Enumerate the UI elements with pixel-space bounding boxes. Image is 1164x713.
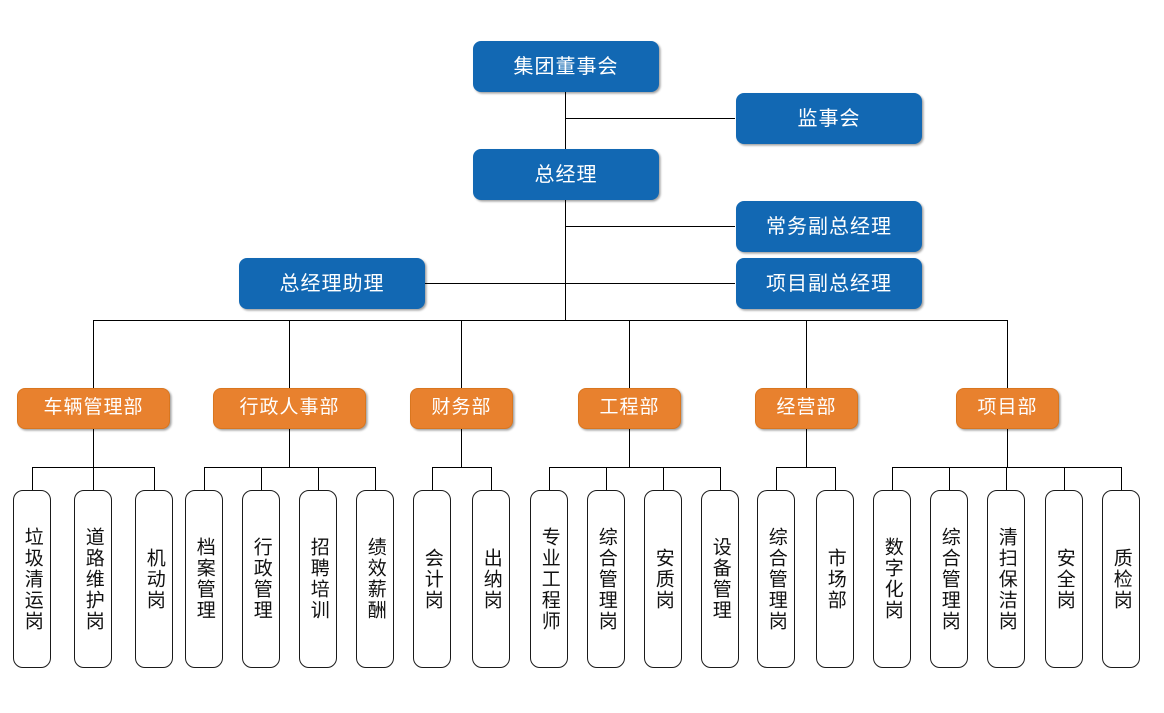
node-position-cleaning-sanitation[interactable]: 清扫保洁岗 bbox=[987, 490, 1025, 668]
department-bus bbox=[93, 320, 1008, 322]
connector-dept-4-leaf-2 bbox=[606, 467, 608, 491]
connector-dept-1-leaf-2 bbox=[93, 467, 95, 491]
node-position-administrative-management[interactable]: 行政管理 bbox=[242, 490, 280, 668]
node-position-safety[interactable]: 安全岗 bbox=[1045, 490, 1083, 668]
node-position-general-management-engineering[interactable]: 综合管理岗 bbox=[587, 490, 625, 668]
connector-dept-6-leaf-2 bbox=[949, 467, 951, 491]
node-position-standby[interactable]: 机动岗 bbox=[135, 490, 173, 668]
connector-gm-to-exec-deputy bbox=[565, 226, 735, 228]
connector-dept-2-leaf-2 bbox=[261, 467, 263, 491]
node-department-vehicle-management[interactable]: 车辆管理部 bbox=[17, 388, 170, 429]
connector-dept-2-leaf-3 bbox=[318, 467, 320, 491]
connector-bus-to-dept-1 bbox=[93, 320, 95, 388]
node-general-manager[interactable]: 总经理 bbox=[473, 149, 659, 200]
connector-dept-5-stem bbox=[806, 428, 808, 468]
node-position-general-management-project[interactable]: 综合管理岗 bbox=[930, 490, 968, 668]
connector-dept-2-stem bbox=[289, 428, 291, 468]
node-position-performance-compensation[interactable]: 绩效薪酬 bbox=[356, 490, 394, 668]
connector-bus-to-dept-5 bbox=[806, 320, 808, 388]
node-department-administration-hr[interactable]: 行政人事部 bbox=[213, 388, 366, 429]
connector-dept-6-stem bbox=[1007, 428, 1009, 468]
node-position-equipment-management[interactable]: 设备管理 bbox=[701, 490, 739, 668]
node-position-accounting[interactable]: 会计岗 bbox=[413, 490, 451, 668]
connector-dept-6-leaf-3 bbox=[1006, 467, 1008, 491]
connector-bus-to-dept-2 bbox=[289, 320, 291, 388]
node-executive-deputy-gm[interactable]: 常务副总经理 bbox=[736, 201, 922, 252]
connector-dept-4-bus bbox=[549, 467, 721, 469]
connector-bus-to-dept-3 bbox=[461, 320, 463, 388]
connector-dept-6-leaf-5 bbox=[1121, 467, 1123, 491]
connector-dept-1-leaf-1 bbox=[32, 467, 34, 491]
connector-dept-5-leaf-2 bbox=[835, 467, 837, 491]
connector-gm-to-project-deputy bbox=[565, 283, 735, 285]
node-gm-assistant[interactable]: 总经理助理 bbox=[239, 258, 425, 309]
connector-dept-3-leaf-2 bbox=[491, 467, 493, 491]
connector-dept-5-leaf-1 bbox=[776, 467, 778, 491]
node-position-recruitment-training[interactable]: 招聘培训 bbox=[299, 490, 337, 668]
connector-dept-4-leaf-1 bbox=[549, 467, 551, 491]
node-position-safety-quality[interactable]: 安质岗 bbox=[644, 490, 682, 668]
connector-gm-to-assistant bbox=[425, 283, 566, 285]
connector-dept-4-leaf-4 bbox=[720, 467, 722, 491]
connector-dept-6-leaf-1 bbox=[892, 467, 894, 491]
node-department-project[interactable]: 项目部 bbox=[956, 388, 1059, 429]
connector-dept-2-bus bbox=[204, 467, 376, 469]
node-department-operations[interactable]: 经营部 bbox=[755, 388, 858, 429]
connector-dept-1-leaf-3 bbox=[154, 467, 156, 491]
connector-dept-3-leaf-1 bbox=[432, 467, 434, 491]
connector-board-to-supervisory bbox=[565, 118, 735, 120]
node-position-quality-inspection[interactable]: 质检岗 bbox=[1102, 490, 1140, 668]
node-board-of-directors[interactable]: 集团董事会 bbox=[473, 41, 659, 92]
node-position-professional-engineer[interactable]: 专业工程师 bbox=[530, 490, 568, 668]
connector-dept-4-leaf-3 bbox=[663, 467, 665, 491]
node-department-engineering[interactable]: 工程部 bbox=[578, 388, 681, 429]
node-position-archive-management[interactable]: 档案管理 bbox=[185, 490, 223, 668]
node-position-general-management-operations[interactable]: 综合管理岗 bbox=[757, 490, 795, 668]
connector-gm-to-bus bbox=[565, 199, 567, 321]
connector-dept-4-stem bbox=[629, 428, 631, 468]
node-position-cashier[interactable]: 出纳岗 bbox=[472, 490, 510, 668]
node-position-road-maintenance[interactable]: 道路维护岗 bbox=[74, 490, 112, 668]
node-supervisory-board[interactable]: 监事会 bbox=[736, 93, 922, 144]
node-position-waste-transport[interactable]: 垃圾清运岗 bbox=[13, 490, 51, 668]
connector-dept-2-leaf-4 bbox=[375, 467, 377, 491]
connector-dept-3-bus bbox=[432, 467, 492, 469]
node-project-deputy-gm[interactable]: 项目副总经理 bbox=[736, 258, 922, 309]
node-department-finance[interactable]: 财务部 bbox=[410, 388, 513, 429]
connector-board-to-gm bbox=[565, 91, 567, 150]
connector-bus-to-dept-6 bbox=[1007, 320, 1009, 388]
connector-dept-6-leaf-4 bbox=[1064, 467, 1066, 491]
connector-bus-to-dept-4 bbox=[629, 320, 631, 388]
connector-dept-2-leaf-1 bbox=[204, 467, 206, 491]
node-position-digitalization[interactable]: 数字化岗 bbox=[873, 490, 911, 668]
connector-dept-3-stem bbox=[461, 428, 463, 468]
connector-dept-5-bus bbox=[776, 467, 836, 469]
node-position-marketing[interactable]: 市场部 bbox=[816, 490, 854, 668]
connector-dept-1-stem bbox=[93, 428, 95, 468]
